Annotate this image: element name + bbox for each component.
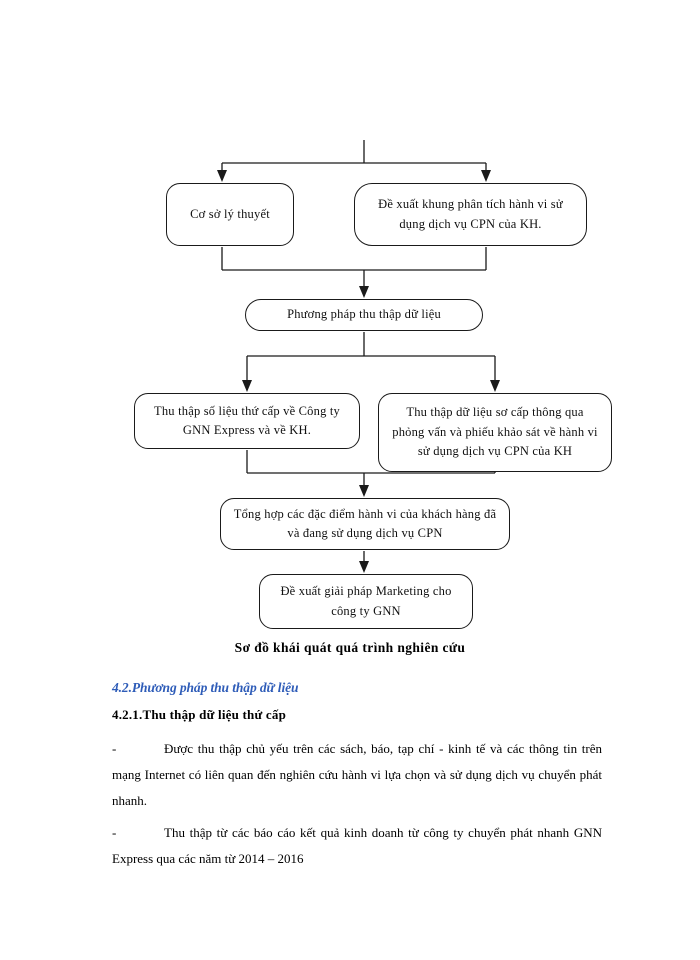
arrowheads [217,170,500,573]
flow-node-solution-label: Đề xuất giải pháp Marketing cho công ty … [280,584,452,618]
subsection-heading: 4.2.1.Thu thập dữ liệu thứ cấp [112,707,287,722]
arrowhead-theory [217,170,227,182]
arrowhead-framework [481,170,491,182]
flow-node-synthesis: Tổng hợp các đặc điểm hành vi của khách … [220,498,510,550]
flow-node-solution: Đề xuất giải pháp Marketing cho công ty … [259,574,473,629]
flow-node-synthesis-label: Tổng hợp các đặc điểm hành vi của khách … [233,506,497,540]
paragraph-1: -Được thu thập chủ yếu trên các sách, bá… [112,736,602,814]
diagram-caption: Sơ đồ khái quát quá trình nghiên cứu [234,640,466,655]
paragraph-2-text: Thu thập từ các báo cáo kết quả kinh doa… [112,825,602,866]
paragraph-2-bullet: - [112,825,117,840]
flow-node-primary-data-label: Thu thập dữ liệu sơ cấp thông qua phỏng … [392,405,598,459]
flow-node-secondary-data-label: Thu thập số liệu thứ cấp về Công ty GNN … [154,403,340,437]
paragraph-1-bullet: - [112,741,117,756]
arrowhead-secondary [242,380,252,392]
research-process-flowchart: Cơ sở lý thuyết Đề xuất khung phân tích … [134,140,612,655]
flow-node-theory-label: Cơ sở lý thuyết [190,206,270,221]
flow-node-method: Phương pháp thu thập dữ liệu [245,299,483,331]
arrowhead-synthesis [359,485,369,497]
arrowhead-solution [359,561,369,573]
flowchart-connectors [217,140,500,573]
flow-node-secondary-data: Thu thập số liệu thứ cấp về Công ty GNN … [134,393,360,449]
arrowhead-method [359,286,369,298]
paragraph-2: -Thu thập từ các báo cáo kết quả kinh do… [112,820,602,872]
flow-node-framework-label: Đề xuất khung phân tích hành vi sử dụng … [378,197,563,231]
flow-node-method-label: Phương pháp thu thập dữ liệu [287,307,441,322]
section-heading: 4.2.Phương pháp thu thập dữ liệu [112,680,299,695]
flow-node-primary-data: Thu thập dữ liệu sơ cấp thông qua phỏng … [378,393,612,472]
flow-node-framework: Đề xuất khung phân tích hành vi sử dụng … [354,183,587,246]
arrowhead-primary [490,380,500,392]
paragraph-1-text: Được thu thập chủ yếu trên các sách, báo… [112,741,602,808]
document-body: 4.2.Phương pháp thu thập dữ liệu 4.2.1.T… [112,680,602,878]
flow-node-theory: Cơ sở lý thuyết [166,183,294,246]
